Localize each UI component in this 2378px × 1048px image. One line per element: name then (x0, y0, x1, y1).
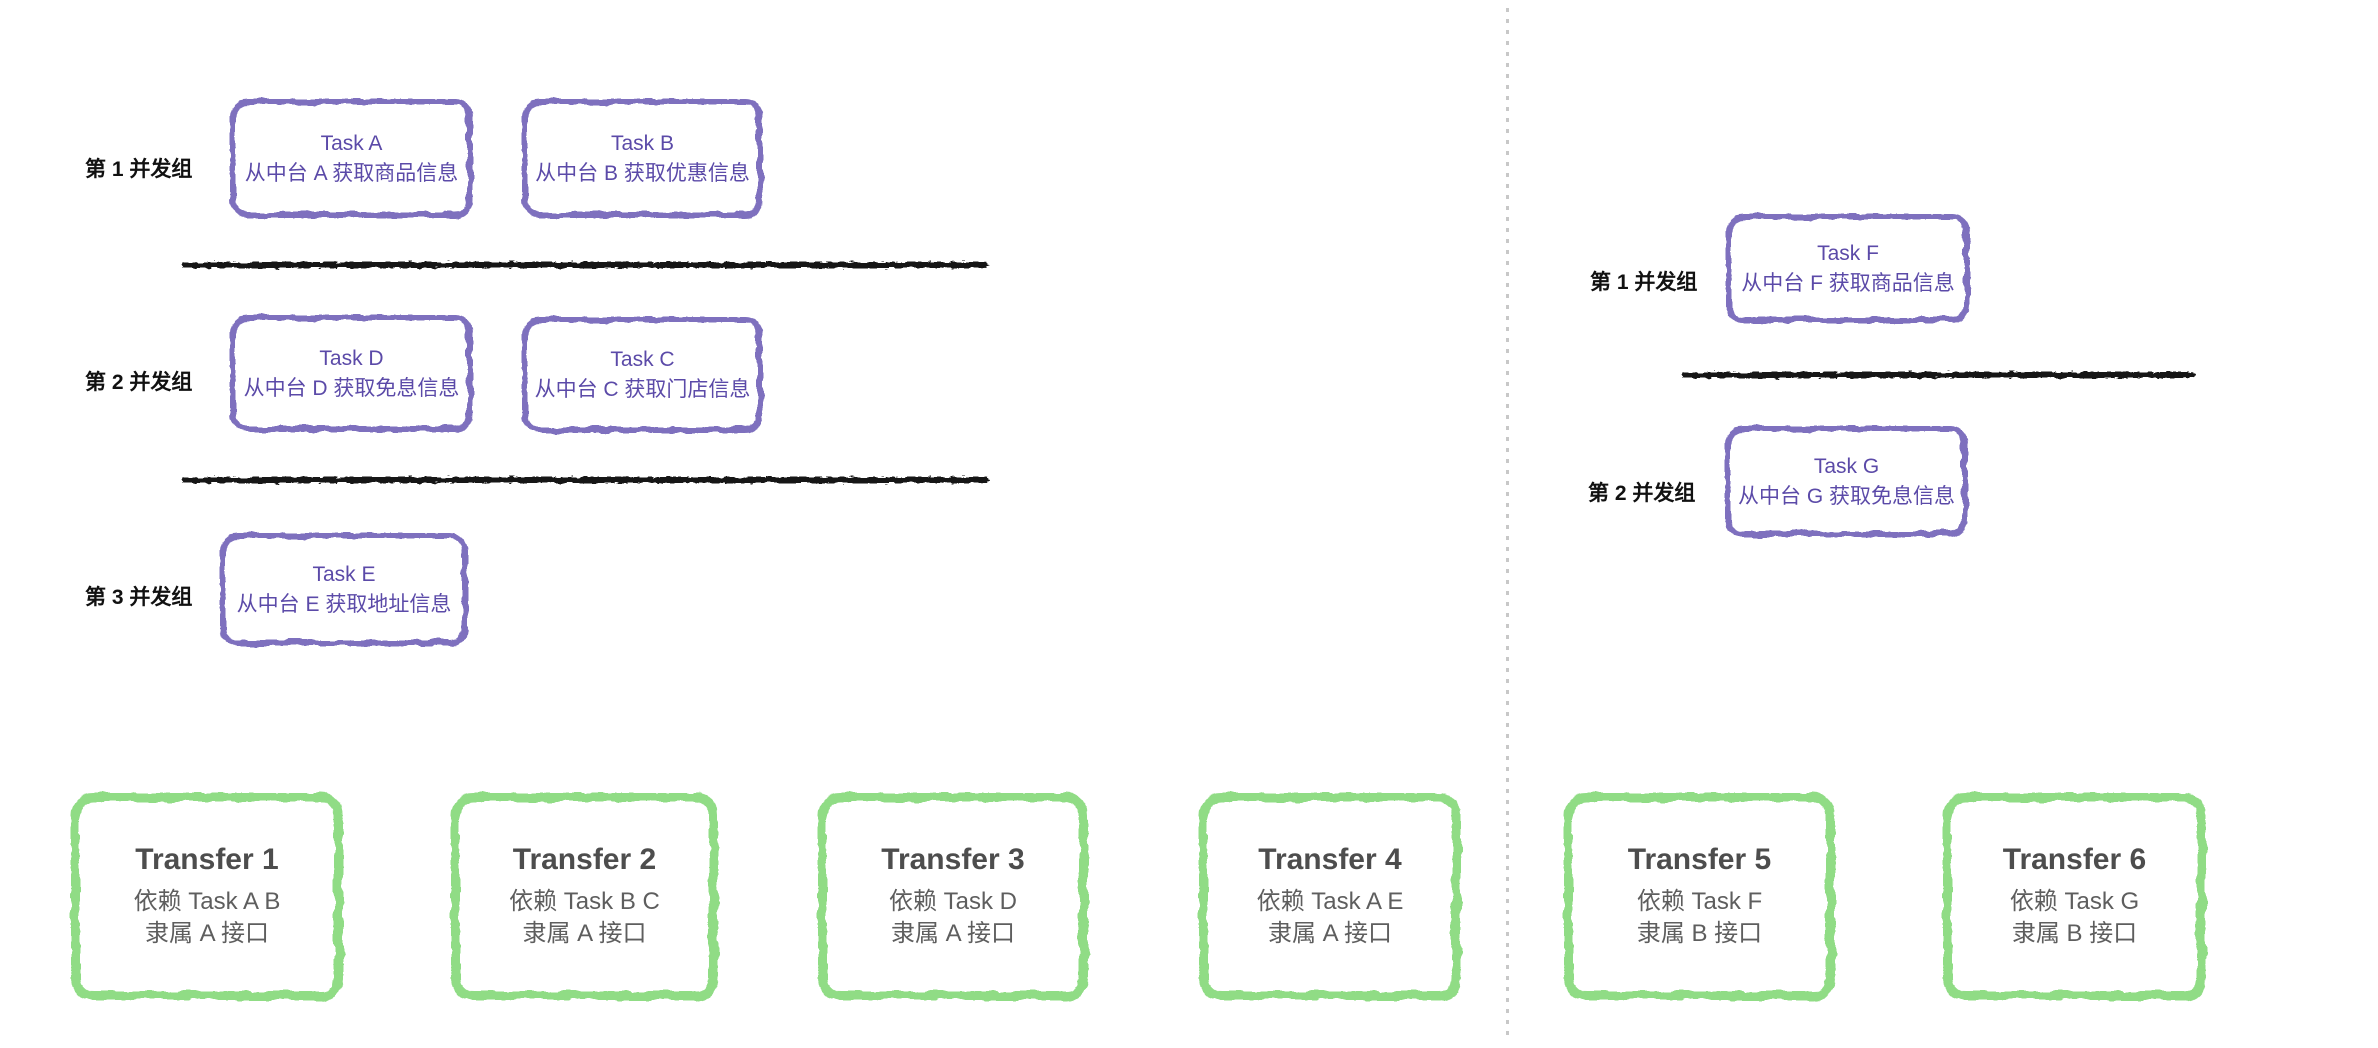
task-box-g: Task G 从中台 G 获取免息信息 (1725, 426, 1968, 537)
transfer-5-title: Transfer 5 (1627, 843, 1772, 876)
transfer-4-title: Transfer 4 (1258, 843, 1402, 876)
task-box-a: Task A 从中台 A 获取商品信息 (230, 99, 473, 218)
transfer-box-4: Transfer 4 依赖 Task A E 隶属 A 接口 (1199, 793, 1461, 1000)
transfer-3-dependency: 依赖 Task D (888, 888, 1017, 915)
transfer-5-belongs: 隶属 B 接口 (1636, 920, 1763, 947)
task-d-desc: 从中台 D 获取免息信息 (243, 376, 460, 400)
left-divider-1 (182, 262, 988, 268)
transfer-2-belongs: 隶属 A 接口 (522, 920, 647, 947)
task-box-d: Task D 从中台 D 获取免息信息 (230, 315, 473, 432)
left-group-3-label: 第 3 并发组 (85, 586, 193, 609)
transfer-3-belongs: 隶属 A 接口 (890, 920, 1016, 947)
panel-separator-dotted-line (1506, 8, 1509, 1042)
transfer-4-dependency: 依赖 Task A E (1256, 888, 1404, 915)
left-group-1-label: 第 1 并发组 (85, 158, 193, 181)
task-a-desc: 从中台 A 获取商品信息 (244, 161, 459, 185)
right-group-1-label: 第 1 并发组 (1590, 271, 1698, 294)
task-b-name: Task B (610, 131, 675, 155)
transfer-5-dependency: 依赖 Task F (1636, 888, 1763, 915)
transfer-box-5: Transfer 5 依赖 Task F 隶属 B 接口 (1564, 793, 1835, 1000)
left-group-2-label: 第 2 并发组 (85, 371, 193, 394)
transfer-2-title: Transfer 2 (512, 843, 657, 876)
task-box-b: Task B 从中台 B 获取优惠信息 (522, 99, 763, 218)
left-divider-2 (182, 477, 989, 483)
transfer-1-title: Transfer 1 (135, 843, 279, 876)
transfer-1-belongs: 隶属 A 接口 (144, 920, 270, 947)
task-f-name: Task F (1817, 241, 1879, 265)
transfer-box-3: Transfer 3 依赖 Task D 隶属 A 接口 (818, 793, 1088, 1000)
task-box-e: Task E 从中台 E 获取地址信息 (220, 533, 468, 646)
right-group-2-label: 第 2 并发组 (1588, 482, 1696, 505)
transfer-box-6: Transfer 6 依赖 Task G 隶属 B 接口 (1943, 793, 2206, 1000)
task-c-name: Task C (610, 348, 675, 371)
task-g-desc: 从中台 G 获取免息信息 (1737, 484, 1955, 508)
task-f-desc: 从中台 F 获取商品信息 (1741, 271, 1955, 295)
task-g-name: Task G (1813, 454, 1880, 478)
task-b-desc: 从中台 B 获取优惠信息 (535, 161, 750, 185)
task-d-name: Task D (319, 346, 384, 370)
transfer-box-1: Transfer 1 依赖 Task A B 隶属 A 接口 (71, 793, 343, 1000)
task-e-name: Task E (312, 562, 376, 586)
transfer-6-dependency: 依赖 Task G (2009, 888, 2140, 915)
task-c-desc: 从中台 C 获取门店信息 (534, 378, 751, 401)
task-e-desc: 从中台 E 获取地址信息 (236, 592, 452, 616)
transfer-4-belongs: 隶属 A 接口 (1267, 920, 1393, 947)
task-box-f: Task F 从中台 F 获取商品信息 (1726, 214, 1970, 323)
transfer-6-title: Transfer 6 (2002, 843, 2147, 876)
right-divider-1 (1682, 372, 2195, 378)
transfer-3-title: Transfer 3 (881, 843, 1025, 876)
task-a-name: Task A (320, 131, 383, 155)
task-box-c: Task C 从中台 C 获取门店信息 (522, 317, 763, 433)
transfer-6-belongs: 隶属 B 接口 (2011, 920, 2138, 947)
transfer-1-dependency: 依赖 Task A B (133, 888, 281, 915)
transfer-2-dependency: 依赖 Task B C (509, 888, 660, 915)
transfer-box-2: Transfer 2 依赖 Task B C 隶属 A 接口 (451, 793, 718, 1000)
